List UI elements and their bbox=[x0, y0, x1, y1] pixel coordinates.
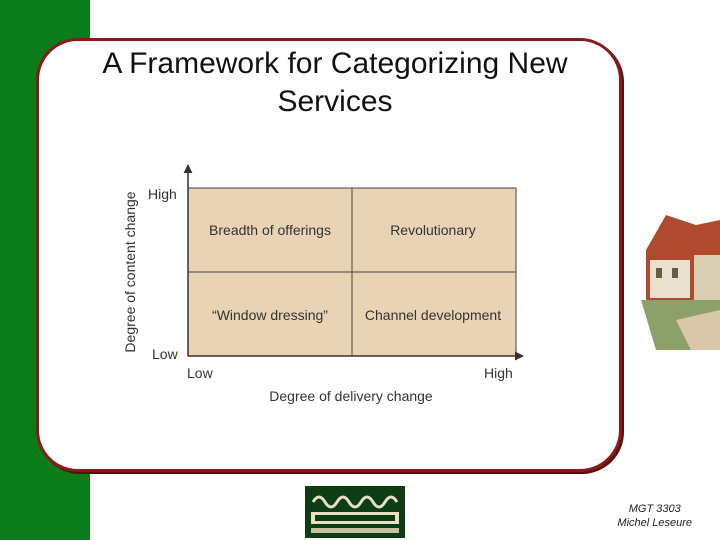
slide-title-line-2: Services bbox=[277, 85, 393, 118]
footer-course: MGT 3303 bbox=[628, 503, 681, 515]
x-low-label: Low bbox=[187, 365, 214, 381]
y-low-label: Low bbox=[152, 346, 179, 362]
quadrant-label-bottom-left: “Window dressing” bbox=[212, 307, 328, 323]
slide-title: A Framework for Categorizing New Service… bbox=[70, 45, 600, 121]
slide-title-line-1: A Framework for Categorizing New bbox=[102, 47, 568, 80]
x-axis-title: Degree of delivery change bbox=[269, 388, 433, 404]
quadrant-label-bottom-right: Channel development bbox=[365, 307, 501, 323]
footer: MGT 3303 Michel Leseure bbox=[617, 502, 692, 530]
campus-photo bbox=[636, 210, 720, 350]
quadrant-label-top-left: Breadth of offerings bbox=[209, 222, 331, 238]
quadrant-label-top-right: Revolutionary bbox=[390, 222, 476, 238]
y-high-label: High bbox=[148, 186, 177, 202]
university-logo bbox=[305, 486, 405, 538]
y-axis-title: Degree of content change bbox=[122, 191, 138, 352]
x-high-label: High bbox=[484, 365, 513, 381]
footer-author: Michel Leseure bbox=[617, 517, 692, 529]
